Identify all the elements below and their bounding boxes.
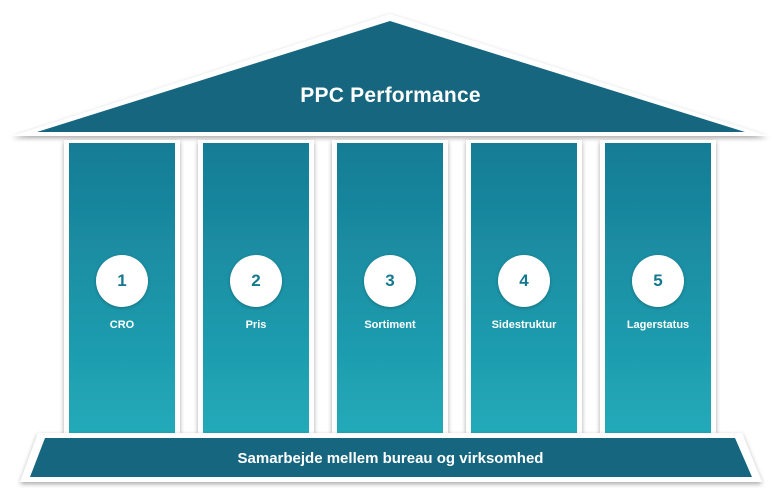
pillar-label: Sortiment bbox=[364, 319, 416, 331]
pillar-label: CRO bbox=[109, 319, 135, 331]
roof bbox=[12, 14, 768, 136]
pillar-4: 4 Sidestruktur bbox=[471, 142, 577, 432]
pillar-2: 2 Pris bbox=[203, 142, 309, 432]
pillar-number-badge: 5 bbox=[632, 255, 684, 307]
pillar-5: 5 Lagerstatus bbox=[605, 142, 711, 432]
pillar-label: Sidestruktur bbox=[491, 319, 557, 331]
base bbox=[20, 433, 762, 482]
pillar-number-badge: 4 bbox=[498, 255, 550, 307]
base-title: Samarbejde mellem bureau og virksomhed bbox=[237, 450, 544, 467]
pillar-label: Pris bbox=[245, 319, 267, 331]
pillar-1: 1 CRO bbox=[69, 142, 175, 432]
pillar-label: Lagerstatus bbox=[626, 319, 690, 331]
roof-title: PPC Performance bbox=[300, 84, 481, 107]
pillar-number-badge: 3 bbox=[364, 255, 416, 307]
pillar-number-badge: 2 bbox=[230, 255, 282, 307]
pillar-3: 3 Sortiment bbox=[337, 142, 443, 432]
pillar-number-badge: 1 bbox=[96, 255, 148, 307]
